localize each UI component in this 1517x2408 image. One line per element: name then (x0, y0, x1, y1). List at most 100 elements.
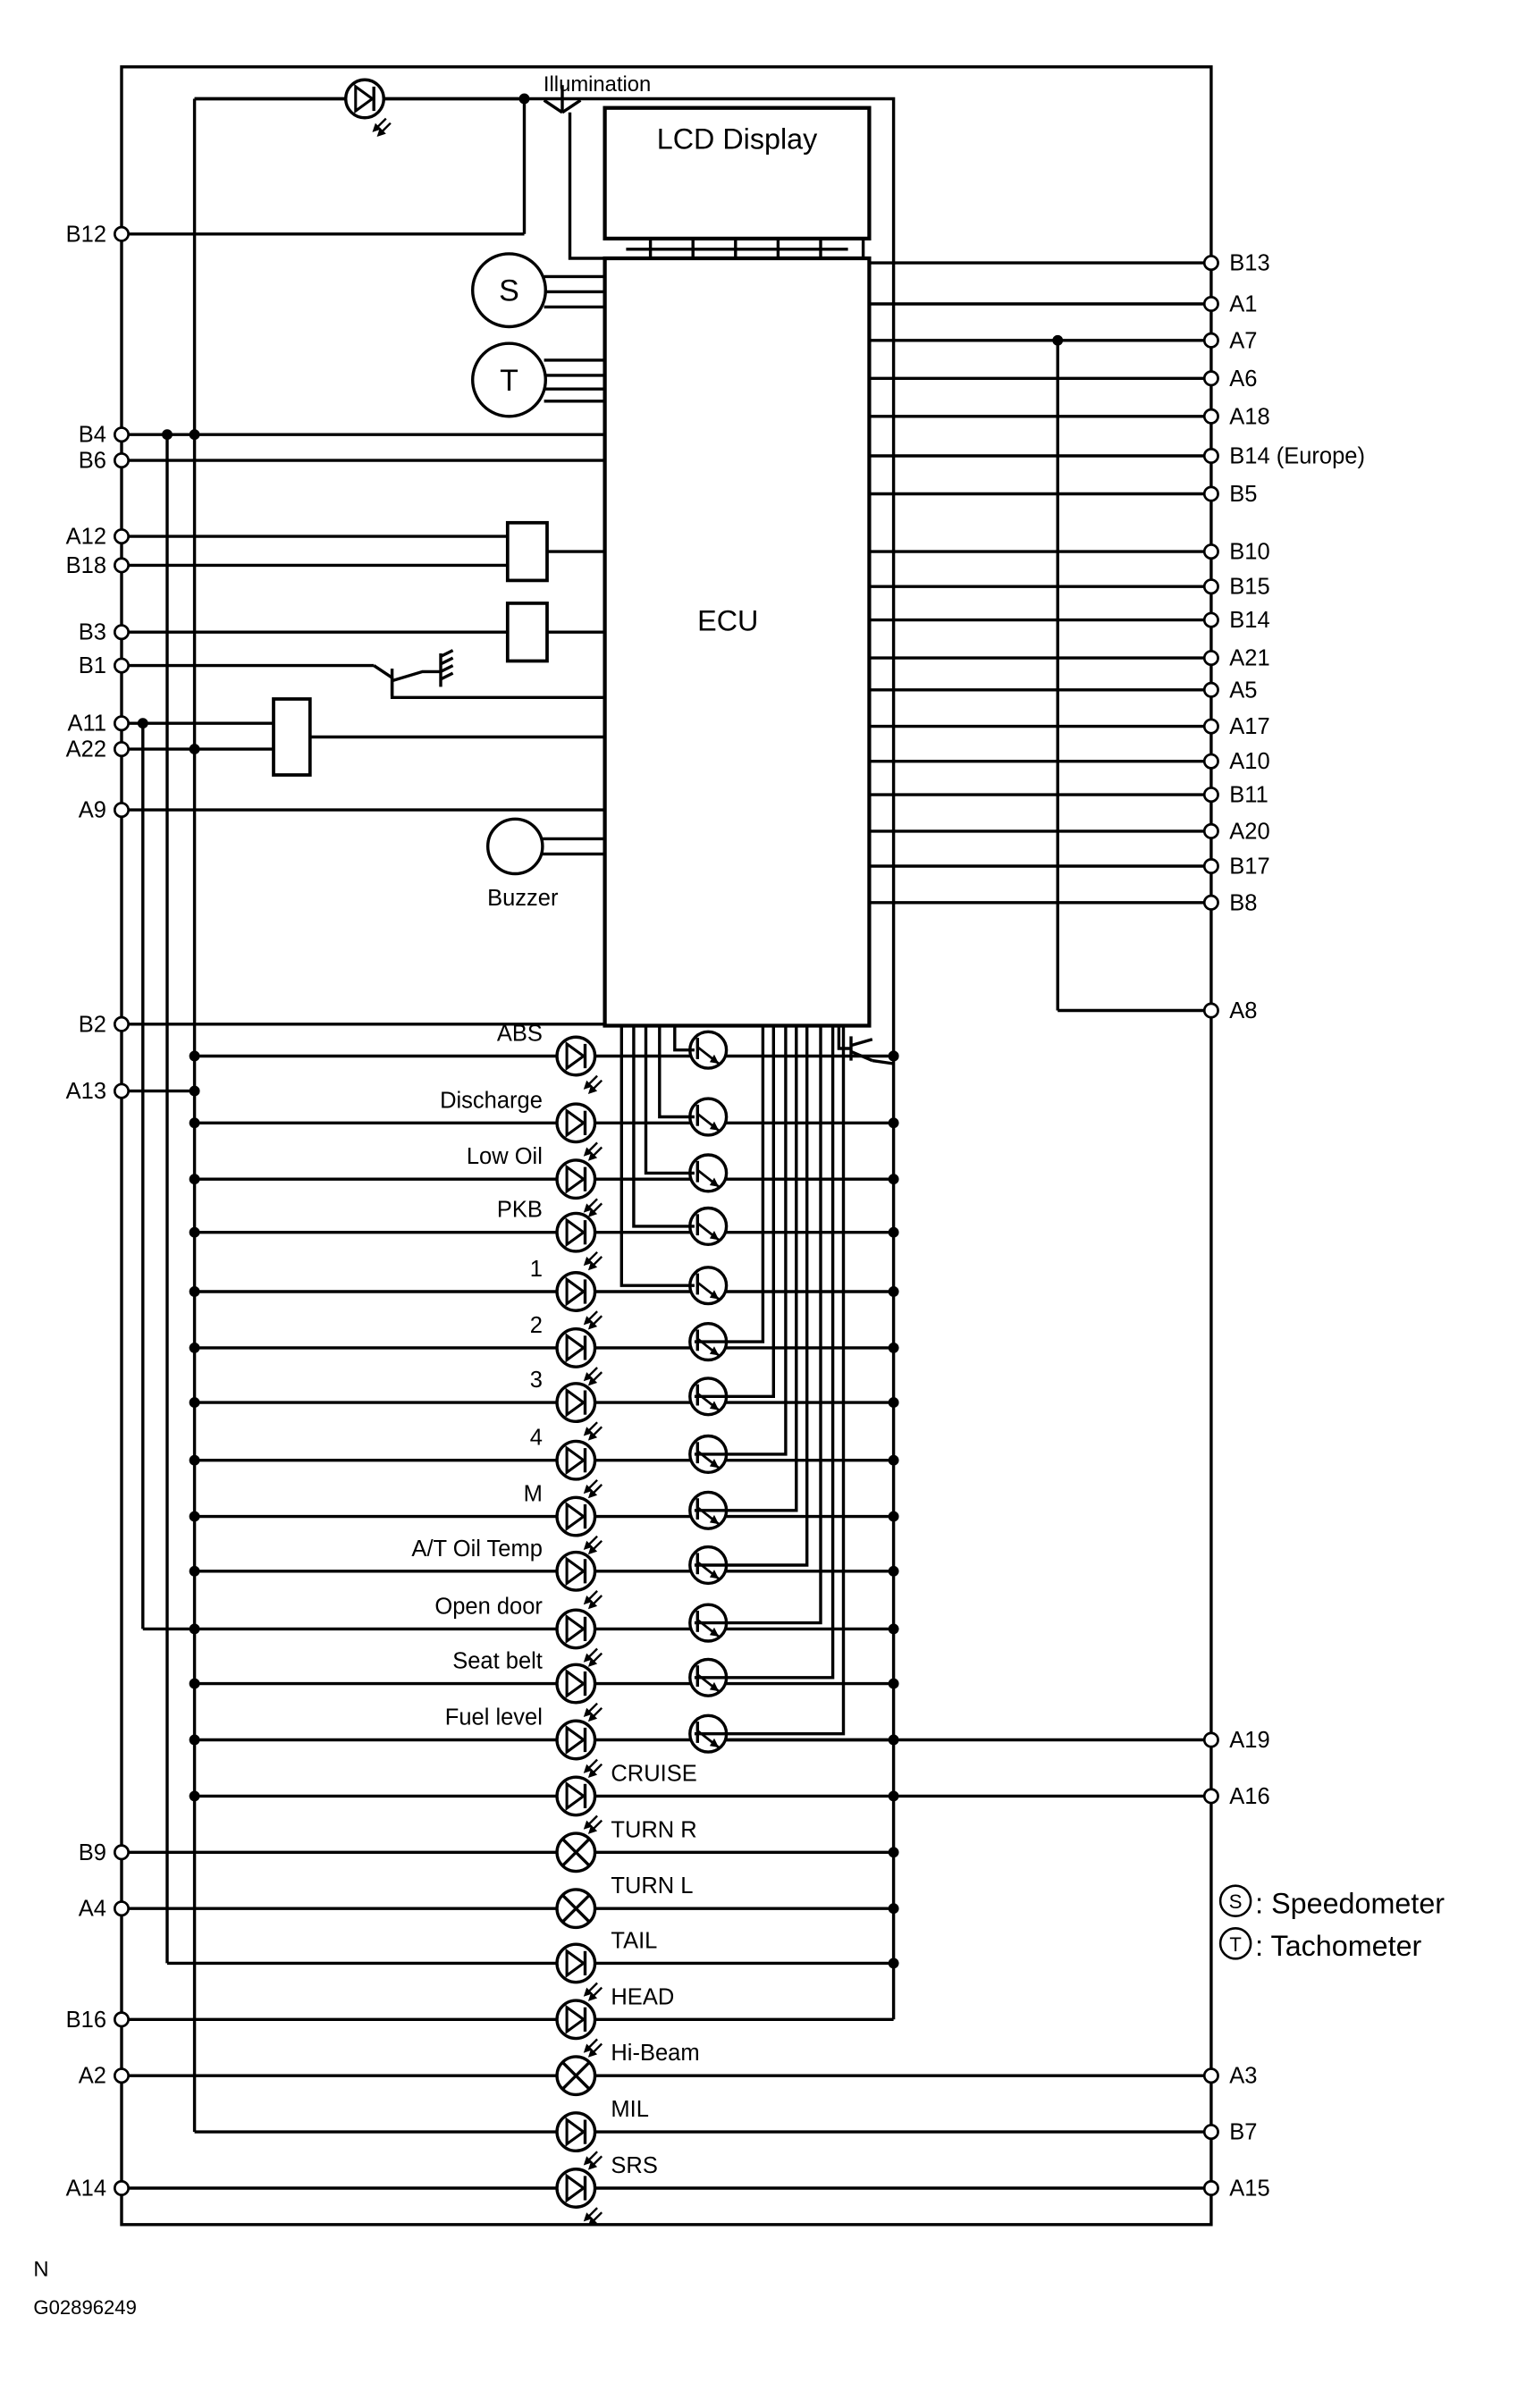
junction-dot (888, 1565, 899, 1577)
terminal-connector (1202, 1788, 1219, 1805)
hi-beam-indicator-bulb-icon (555, 2055, 597, 2097)
light-arrows (583, 1141, 603, 1161)
right-terminal-label: A17 (1229, 714, 1269, 739)
junction-dot (888, 1454, 899, 1466)
light-arrows (583, 1535, 603, 1555)
transistor-arrow (709, 1231, 720, 1241)
mil-indicator-led-icon (555, 2111, 597, 2153)
terminal-connector (1202, 857, 1219, 875)
terminal-connector (1202, 2067, 1219, 2084)
arrow-head (587, 2217, 598, 2227)
left-terminal-label: B4 (79, 423, 106, 448)
meter-outline (120, 65, 1213, 2227)
light-arrows (583, 1198, 603, 1217)
ground-hatch (440, 649, 454, 658)
right-terminal-label: A5 (1229, 678, 1257, 703)
junction-dot (162, 429, 173, 441)
ecu-box (603, 256, 872, 1028)
terminal-connector (1202, 753, 1219, 770)
legend-tachometer-icon (1218, 1927, 1252, 1960)
left-terminal-label: B12 (66, 222, 106, 247)
2-indicator-led-icon (555, 1326, 597, 1368)
diode-triangle (565, 1668, 586, 1699)
arrow-head (376, 127, 386, 137)
indicator-label: Hi-Beam (611, 2041, 699, 2066)
diode-triangle (565, 2117, 586, 2147)
right-terminal-label: A3 (1229, 2064, 1257, 2089)
left-terminal-label: B18 (66, 553, 106, 578)
transistor-arrow (709, 1738, 720, 1747)
junction-dot (189, 1734, 200, 1746)
light-arrows (583, 1074, 603, 1094)
junction-dot (189, 1342, 200, 1353)
terminal-connector (113, 426, 131, 443)
arrow-head (587, 1320, 598, 1330)
wire (694, 1025, 788, 1456)
wire (694, 1025, 809, 1567)
right-terminal-label: A16 (1229, 1784, 1269, 1809)
left-terminal-label: B2 (79, 1012, 106, 1037)
transistor-arrow (709, 1459, 720, 1469)
junction-dot (888, 1903, 899, 1915)
left-terminal-label: A9 (79, 798, 106, 823)
wire (694, 1025, 765, 1343)
transistor-arrow (709, 1346, 720, 1356)
bulb-cross (560, 1837, 591, 1867)
indicator-label: PKB (497, 1198, 543, 1223)
right-terminal-label: B7 (1229, 2120, 1257, 2145)
terminal-connector (113, 2067, 131, 2084)
fuel-level-indicator-led-icon (555, 1719, 597, 1761)
right-terminal-label: B5 (1229, 482, 1257, 507)
indicator-label: TAIL (611, 1928, 657, 1953)
arrow-line (587, 2151, 598, 2162)
indicator-label: MIL (611, 2097, 649, 2122)
left-terminal-label: A14 (66, 2176, 106, 2202)
arrow-line (587, 1074, 598, 1086)
wire (392, 669, 442, 683)
light-arrows (583, 1250, 603, 1271)
arrow-head (583, 1540, 593, 1550)
diode-triangle (565, 2173, 586, 2203)
legend-t-symbol: T (1229, 1933, 1241, 1956)
arrow-head (583, 2043, 593, 2053)
left-terminal-label: A12 (66, 525, 106, 550)
right-terminal-label: A20 (1229, 819, 1269, 844)
left-terminal-label: B3 (79, 620, 106, 645)
terminal-connector (1202, 295, 1219, 313)
indicator-label: HEAD (611, 1984, 674, 2009)
right-terminal-label: B8 (1229, 890, 1257, 915)
pkb-indicator-led-icon (555, 1211, 597, 1253)
indicator-label: 2 (530, 1313, 543, 1338)
diode-triangle (565, 1387, 586, 1418)
terminal-connector (1202, 543, 1219, 560)
right-terminal-label: B13 (1229, 251, 1269, 276)
terminal-connector (113, 225, 131, 242)
bulb-cross (560, 1893, 591, 1924)
speedometer-symbol: S (499, 274, 519, 308)
wire (872, 1058, 894, 1065)
diode-triangle (565, 1107, 586, 1138)
junction-dot (189, 1454, 200, 1466)
light-arrows (583, 1590, 603, 1610)
wire (632, 1025, 695, 1228)
wire (644, 1025, 695, 1175)
junction-dot (888, 1678, 899, 1689)
a-t-oil-temp-indicator-led-icon (555, 1550, 597, 1592)
left-terminal-label: B1 (79, 653, 106, 678)
terminal-connector (113, 2179, 131, 2197)
junction-dot (888, 1790, 899, 1802)
transistor-arrow (709, 1627, 720, 1637)
head-indicator-led-icon (555, 1999, 597, 2041)
terminal-connector (1202, 1731, 1219, 1748)
transistor-arrow (709, 1290, 720, 1300)
junction-dot (189, 1226, 200, 1238)
left-terminal-label: A2 (79, 2064, 106, 2089)
junction-dot (1052, 334, 1064, 346)
terminal-connector (1202, 822, 1219, 839)
junction-dot (189, 1397, 200, 1409)
terminal-connector (1202, 578, 1219, 595)
transistor-arrow (709, 1681, 720, 1692)
terminal-connector (1202, 787, 1219, 804)
legend-tachometer-text: : Tachometer (1255, 1930, 1421, 1962)
